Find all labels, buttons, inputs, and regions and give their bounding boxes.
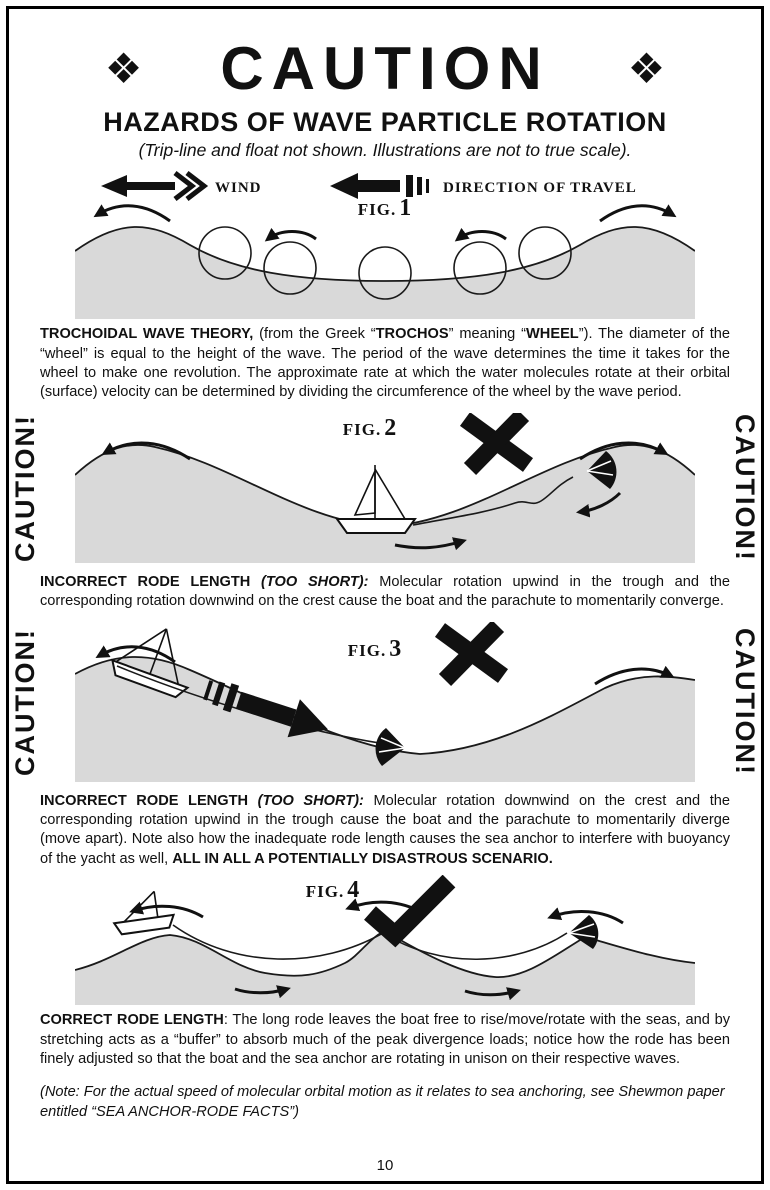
caution-label-right: CAUTION!	[730, 627, 760, 776]
x-mark-icon	[459, 412, 534, 475]
wind-arrow-icon	[101, 171, 209, 202]
fig3-label-num: 3	[389, 636, 402, 662]
fig3-caption: INCORRECT RODE LENGTH (TOO SHORT): Molec…	[40, 792, 730, 867]
wave-profile	[75, 226, 695, 283]
page-subtitle: HAZARDS OF WAVE PARTICLE ROTATION	[103, 107, 667, 138]
crest-arrow-right	[579, 441, 669, 461]
crest-arrow-right	[594, 665, 675, 685]
rode-line	[412, 476, 574, 526]
parachute-anchor	[586, 450, 617, 489]
fig2-caption: INCORRECT RODE LENGTH (TOO SHORT): Molec…	[40, 573, 730, 610]
parachute-anchor	[375, 727, 406, 766]
converge-arrow-anchor	[575, 491, 622, 518]
rotation-arrow-left	[93, 204, 171, 223]
parachute-anchor	[568, 915, 599, 950]
fig1-label-num: 1	[399, 195, 412, 221]
fig2-label-text: FIG.	[343, 420, 381, 439]
wind-label: WIND	[215, 180, 262, 196]
diamond-ornament-right-icon: ❖	[627, 44, 666, 92]
caution-label-right: CAUTION!	[730, 413, 760, 562]
fig3-label-text: FIG.	[348, 641, 386, 660]
fig1-label: FIG.1	[358, 195, 412, 221]
page-header: ❖ CAUTION ❖ HAZARDS OF WAVE PARTICLE ROT…	[0, 38, 770, 161]
title-row: ❖ CAUTION ❖	[0, 38, 770, 99]
check-mark-icon	[364, 875, 456, 948]
fig1-label-text: FIG.	[358, 200, 396, 219]
fig2-label-num: 2	[384, 415, 397, 441]
trough-arrow-2	[464, 987, 521, 1001]
wave-particle-circles	[198, 226, 572, 300]
wave-water	[75, 227, 695, 320]
direction-of-travel-label: DIRECTION OF TRAVEL	[443, 180, 637, 196]
fig3-label: FIG.3	[348, 636, 402, 662]
crest-arrow-left	[95, 645, 176, 663]
fig4-label: FIG.4	[306, 877, 360, 903]
trough-arrow-1	[234, 985, 291, 999]
page-tagline: (Trip-line and float not shown. Illustra…	[138, 140, 632, 161]
wave-water	[75, 931, 695, 1006]
rotation-arrow-circle2	[264, 228, 317, 242]
fig2-section: CAUTION!	[0, 409, 770, 567]
sailboat	[112, 891, 176, 936]
fig4-illustration: FIG.4	[75, 875, 695, 1006]
note-paragraph: (Note: For the actual speed of molecular…	[40, 1084, 725, 1120]
wave-profile	[75, 655, 695, 755]
fig4-caption: CORRECT RODE LENGTH: The long rode leave…	[40, 1012, 730, 1068]
converge-arrow-boat	[394, 537, 467, 551]
crest-arrow-1	[129, 901, 204, 919]
x-mark-icon	[434, 621, 509, 686]
page-number: 10	[376, 1157, 394, 1174]
travel-arrow-icon	[203, 679, 328, 737]
direction-of-travel-arrow-icon	[330, 173, 429, 200]
fig4-label-text: FIG.	[306, 882, 344, 901]
diamond-ornament-left-icon: ❖	[104, 44, 143, 92]
caution-label-left: CAUTION!	[10, 413, 40, 562]
fig4-label-num: 4	[347, 877, 360, 903]
page-title: CAUTION	[220, 35, 550, 102]
sailboat	[335, 464, 417, 534]
crest-arrow-3	[547, 907, 624, 925]
rotation-arrow-circle4	[454, 228, 507, 242]
trochoidal-paragraph: TROCHOIDAL WAVE THEORY, (from the Greek …	[40, 326, 730, 401]
fig3-illustration: FIG.3	[75, 621, 695, 782]
fig1-illustration: WIND DIRECTION OF TRAVEL FIG.1	[75, 171, 695, 320]
fig3-section: CAUTION!	[0, 618, 770, 786]
crest-arrow-left	[101, 441, 191, 461]
fig2-illustration: FIG.2	[75, 412, 695, 563]
wave-profile	[75, 930, 695, 979]
rotation-arrow-right	[599, 204, 677, 223]
caution-label-left: CAUTION!	[10, 627, 40, 776]
fig2-label: FIG.2	[343, 415, 397, 441]
